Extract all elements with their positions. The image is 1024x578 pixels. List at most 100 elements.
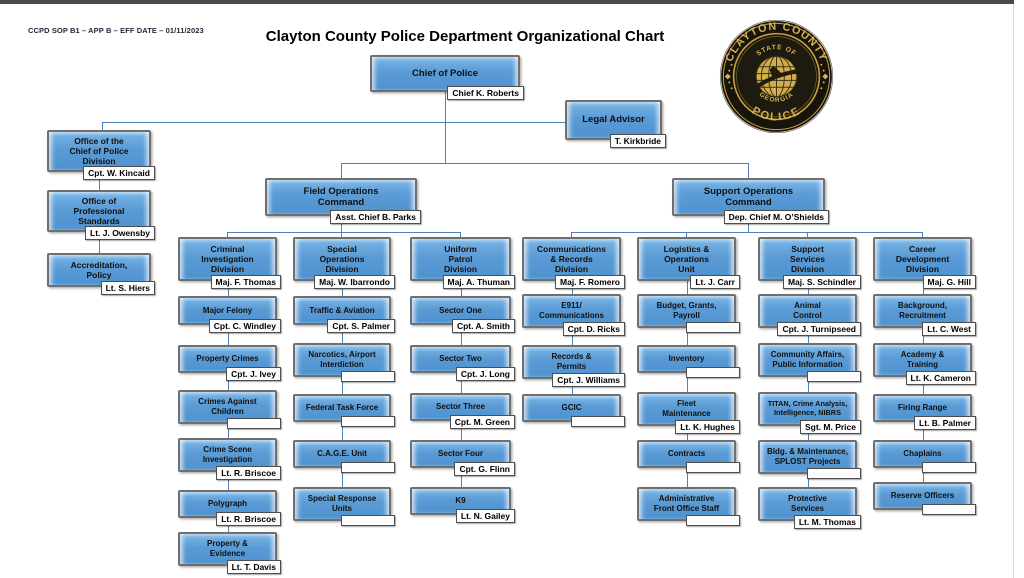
org-node-title: Chief of Police: [412, 67, 478, 79]
empty-name-tag: [922, 462, 976, 473]
org-node-uniform-patrol-division: Uniform Patrol Division: [410, 237, 511, 281]
name-tag-text: Lt. C. West: [927, 324, 971, 334]
name-tag: Maj. W. Ibarrondo: [314, 275, 395, 289]
name-tag-text: Lt. M. Thomas: [798, 517, 856, 527]
name-tag: Cpt. S. Palmer: [327, 319, 395, 333]
connector-line: [808, 474, 809, 487]
name-tag: Asst. Chief B. Parks: [330, 210, 421, 224]
org-node-title: K9: [455, 496, 466, 506]
org-node-title: Budget, Grants, Payroll: [656, 301, 717, 320]
connector-line: [807, 232, 808, 238]
org-node-title: Legal Advisor: [582, 114, 645, 126]
name-tag-text: Lt. K. Hughes: [680, 422, 735, 432]
org-node-special-operations-division: Special Operations Division: [293, 237, 391, 281]
connector-line: [227, 232, 228, 238]
name-tag: Cpt. A. Smith: [451, 319, 515, 333]
connector-line: [461, 468, 462, 487]
name-tag: Cpt. J. Ivey: [226, 367, 281, 381]
org-node-title: Special Operations Division: [319, 243, 365, 275]
connector-line: [748, 216, 749, 233]
org-node-title: Support Services Division: [790, 243, 825, 275]
name-tag-text: Chief K. Roberts: [452, 88, 519, 98]
name-tag: Maj. S. Schindler: [782, 275, 861, 289]
connector-line: [461, 421, 462, 440]
badge-plane-icon: [755, 69, 798, 89]
org-node-office-of-the-chief-of-police-division: Office of the Chief of Police Division: [47, 130, 151, 172]
empty-name-tag: [341, 371, 395, 382]
name-tag: Maj. F. Thomas: [210, 275, 281, 289]
name-tag-text: Maj. W. Ibarrondo: [319, 277, 390, 287]
org-node-title: Major Felony: [202, 305, 253, 315]
name-tag-text: Lt. J. Owensby: [90, 228, 150, 238]
empty-name-tag: [341, 515, 395, 526]
org-node-title: Federal Task Force: [305, 403, 379, 413]
connector-line: [342, 281, 343, 296]
connector-line: [460, 232, 461, 238]
name-tag: T. Kirkbride: [609, 134, 666, 148]
org-node-title: Logistics & Operations Unit: [663, 243, 710, 275]
org-node-title: Chaplains: [903, 449, 942, 459]
name-tag-text: Lt. S. Hiers: [105, 283, 150, 293]
org-node-title: Bldg. & Maintenance, SPLOST Projects: [767, 447, 848, 466]
org-node-title: Uniform Patrol Division: [443, 243, 478, 275]
connector-line: [341, 163, 342, 179]
connector-line: [687, 281, 688, 294]
department-badge-logo: CLAYTON COUNTY POLICE STATE OF GEORGIA: [719, 19, 834, 134]
org-node-title: Firing Range: [898, 403, 947, 413]
org-node-title: Administrative Front Office Staff: [653, 494, 720, 513]
connector-line: [922, 232, 923, 238]
org-node-title: Field Operations Command: [303, 185, 379, 208]
name-tag-text: Asst. Chief B. Parks: [335, 212, 416, 222]
org-node-career-development-division: Career Development Division: [873, 237, 972, 281]
name-tag: Cpt. J. Williams: [552, 373, 625, 387]
name-tag: Maj. F. Romero: [555, 275, 625, 289]
org-node-title: Communications & Records Division: [537, 243, 606, 275]
org-node-title: Reserve Officers: [890, 491, 955, 501]
org-node-title: Fleet Maintenance: [662, 399, 711, 418]
org-node-title: Sector Three: [436, 402, 485, 412]
name-tag-text: Lt. K. Cameron: [910, 373, 971, 383]
connector-line: [461, 281, 462, 296]
name-tag: Lt. C. West: [922, 322, 976, 336]
connector-line: [341, 163, 749, 164]
org-node-title: Career Development Division: [895, 243, 950, 275]
org-node-title: GCIC: [561, 403, 582, 413]
page-edge-line: [1013, 4, 1014, 578]
name-tag-text: Lt. J. Carr: [695, 277, 735, 287]
org-node-title: Crime Scene Investigation: [202, 445, 253, 464]
name-tag: Cpt. J. Turnipseed: [777, 322, 861, 336]
org-node-title: Property & Evidence: [207, 539, 248, 558]
name-tag-text: Cpt. S. Palmer: [332, 321, 390, 331]
name-tag: Lt. K. Hughes: [675, 420, 740, 434]
empty-name-tag: [686, 367, 740, 378]
name-tag-text: Lt. B. Palmer: [919, 418, 971, 428]
name-tag-text: Cpt. C. Windley: [213, 321, 276, 331]
org-node-title: Accreditation, Policy: [70, 259, 128, 280]
org-node-title: Criminal Investigation Division: [201, 243, 254, 275]
connector-line: [923, 468, 924, 482]
name-tag-text: Cpt. M. Green: [454, 417, 510, 427]
name-tag: Lt. R. Briscoe: [216, 512, 281, 526]
org-node-title: Community Affairs, Public Information: [770, 350, 845, 369]
svg-text:POLICE: POLICE: [750, 105, 803, 124]
connector-line: [342, 468, 343, 487]
name-tag: Cpt. J. Long: [455, 367, 515, 381]
org-node-title: Animal Control: [793, 301, 822, 320]
org-node-title: Protective Services: [788, 494, 827, 513]
connector-line: [342, 377, 343, 394]
name-tag: Lt. M. Thomas: [793, 515, 861, 529]
name-tag: Lt. S. Hiers: [100, 281, 155, 295]
empty-name-tag: [922, 504, 976, 515]
name-tag: Lt. T. Davis: [226, 560, 281, 574]
connector-line: [228, 281, 229, 296]
org-node-title: TITAN, Crime Analysis, Intelligence, NIB…: [767, 399, 848, 417]
connector-line: [687, 468, 688, 487]
org-node-title: C.A.G.E. Unit: [317, 449, 367, 459]
name-tag: Lt. R. Briscoe: [216, 466, 281, 480]
org-node-title: Crimes Against Children: [198, 397, 257, 416]
name-tag-text: Maj. F. Thomas: [215, 277, 276, 287]
connector-line: [445, 91, 446, 163]
org-node-logistics-operations-unit: Logistics & Operations Unit: [637, 237, 736, 281]
page-title: Clayton County Police Department Organiz…: [265, 28, 665, 45]
